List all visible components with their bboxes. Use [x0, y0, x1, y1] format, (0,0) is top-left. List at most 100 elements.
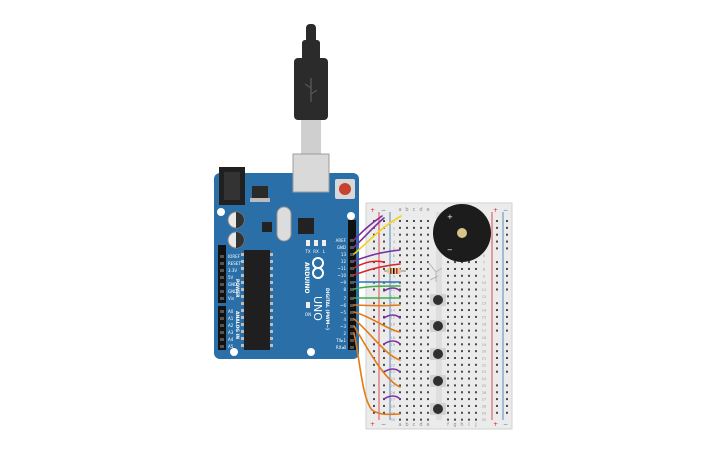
breadboard-hole[interactable]	[406, 343, 408, 346]
rail-hole[interactable]	[383, 363, 385, 366]
breadboard-hole[interactable]	[413, 384, 415, 387]
rail-hole[interactable]	[373, 302, 375, 305]
rail-hole[interactable]	[373, 233, 375, 236]
breadboard-hole[interactable]	[454, 336, 456, 339]
breadboard-hole[interactable]	[461, 357, 463, 359]
breadboard-hole[interactable]	[461, 302, 463, 305]
breadboard-hole[interactable]	[420, 281, 422, 284]
rail-hole[interactable]	[506, 220, 508, 222]
breadboard-hole[interactable]	[406, 288, 408, 291]
rail-hole[interactable]	[496, 363, 498, 366]
breadboard-hole[interactable]	[406, 363, 408, 366]
breadboard-hole[interactable]	[461, 315, 463, 318]
rail-hole[interactable]	[373, 411, 375, 414]
breadboard-hole[interactable]	[420, 329, 422, 332]
breadboard-hole[interactable]	[475, 384, 477, 387]
breadboard-hole[interactable]	[468, 377, 470, 380]
breadboard-hole[interactable]	[468, 295, 470, 298]
rail-hole[interactable]	[506, 329, 508, 332]
rail-hole[interactable]	[383, 267, 385, 270]
header-pin[interactable]	[220, 338, 224, 341]
breadboard-hole[interactable]	[427, 411, 429, 414]
arduino-uno-board[interactable]: TX RX L ON ARDUINO UNO POWER ANALOG IN D…	[214, 153, 359, 359]
breadboard-hole[interactable]	[413, 391, 415, 394]
breadboard-hole[interactable]	[399, 411, 401, 414]
breadboard-hole[interactable]	[475, 309, 477, 312]
breadboard-hole[interactable]	[420, 350, 422, 353]
breadboard-hole[interactable]	[468, 404, 470, 407]
breadboard-hole[interactable]	[427, 254, 429, 257]
header-pin[interactable]	[350, 246, 354, 249]
reset-button[interactable]	[339, 183, 351, 195]
breadboard-hole[interactable]	[406, 302, 408, 305]
rail-hole[interactable]	[383, 411, 385, 414]
breadboard-hole[interactable]	[468, 267, 470, 270]
rail-hole[interactable]	[496, 404, 498, 407]
breadboard-hole[interactable]	[461, 288, 463, 291]
breadboard-hole[interactable]	[413, 240, 415, 243]
breadboard-hole[interactable]	[454, 384, 456, 387]
breadboard-hole[interactable]	[399, 404, 401, 407]
breadboard-hole[interactable]	[420, 411, 422, 414]
breadboard-hole[interactable]	[447, 329, 449, 332]
breadboard-hole[interactable]	[413, 350, 415, 353]
rail-hole[interactable]	[496, 274, 498, 277]
breadboard-hole[interactable]	[461, 329, 463, 332]
rail-hole[interactable]	[373, 363, 375, 366]
breadboard-hole[interactable]	[475, 322, 477, 325]
breadboard-hole[interactable]	[413, 322, 415, 325]
breadboard-hole[interactable]	[413, 302, 415, 305]
header-pin[interactable]	[350, 304, 354, 307]
breadboard-hole[interactable]	[406, 357, 408, 359]
breadboard-hole[interactable]	[468, 391, 470, 394]
rail-hole[interactable]	[506, 357, 508, 359]
breadboard-hole[interactable]	[406, 398, 408, 401]
breadboard-hole[interactable]	[427, 226, 429, 229]
rail-hole[interactable]	[373, 240, 375, 243]
breadboard-hole[interactable]	[468, 350, 470, 353]
breadboard-hole[interactable]	[468, 274, 470, 277]
rail-hole[interactable]	[496, 220, 498, 222]
breadboard-hole[interactable]	[454, 350, 456, 353]
breadboard-hole[interactable]	[406, 267, 408, 270]
breadboard-hole[interactable]	[475, 261, 477, 264]
rail-hole[interactable]	[506, 288, 508, 291]
breadboard-hole[interactable]	[454, 288, 456, 291]
breadboard-hole[interactable]	[399, 357, 401, 359]
breadboard-hole[interactable]	[468, 398, 470, 401]
breadboard-hole[interactable]	[427, 363, 429, 366]
rail-hole[interactable]	[506, 370, 508, 373]
breadboard-hole[interactable]	[413, 220, 415, 222]
breadboard-hole[interactable]	[406, 281, 408, 284]
breadboard-hole[interactable]	[461, 384, 463, 387]
header-pin[interactable]	[220, 345, 224, 348]
push-button[interactable]	[433, 349, 443, 359]
rail-hole[interactable]	[506, 281, 508, 284]
breadboard-hole[interactable]	[406, 411, 408, 414]
rail-hole[interactable]	[506, 274, 508, 277]
breadboard-hole[interactable]	[454, 302, 456, 305]
wire-purple-jumper[interactable]	[383, 395, 401, 400]
breadboard-hole[interactable]	[399, 391, 401, 394]
breadboard-hole[interactable]	[447, 261, 449, 264]
rail-hole[interactable]	[373, 288, 375, 291]
header-pin[interactable]	[220, 331, 224, 334]
breadboard-hole[interactable]	[468, 302, 470, 305]
breadboard-hole[interactable]	[427, 267, 429, 270]
wire-purple[interactable]	[353, 217, 385, 248]
breadboard-hole[interactable]	[454, 357, 456, 359]
breadboard-hole[interactable]	[413, 329, 415, 332]
breadboard-hole[interactable]	[475, 357, 477, 359]
breadboard-hole[interactable]	[413, 288, 415, 291]
breadboard-hole[interactable]	[413, 295, 415, 298]
breadboard-hole[interactable]	[475, 274, 477, 277]
breadboard-hole[interactable]	[475, 391, 477, 394]
rail-hole[interactable]	[373, 274, 375, 277]
breadboard-hole[interactable]	[399, 274, 401, 277]
breadboard-hole[interactable]	[420, 220, 422, 222]
breadboard-hole[interactable]	[427, 322, 429, 325]
breadboard-hole[interactable]	[406, 233, 408, 236]
breadboard-hole[interactable]	[413, 370, 415, 373]
header-pin[interactable]	[350, 346, 354, 349]
breadboard-hole[interactable]	[468, 281, 470, 284]
